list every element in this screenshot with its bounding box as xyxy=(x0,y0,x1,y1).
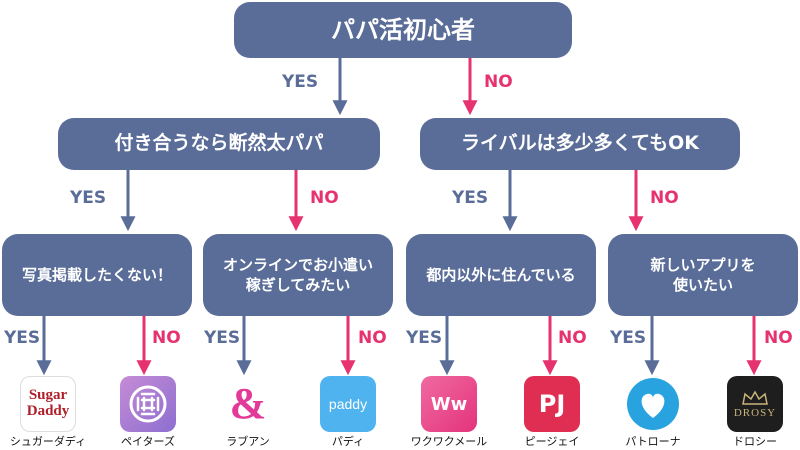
svg-text:&: & xyxy=(230,379,267,428)
edge-label-leaf-5: YES xyxy=(406,328,443,348)
question-node-rivals-ok: ライバルは多少多くてもOK xyxy=(420,118,740,170)
app-name-pj: ピージェイ xyxy=(524,435,580,448)
patrona-heart-icon xyxy=(625,376,681,432)
edge-label-leaf-7: YES xyxy=(610,328,647,348)
edge-label-root-no: NO xyxy=(484,72,513,92)
sugar-logo-line-1: Sugar xyxy=(28,387,68,404)
question-node-big-spender: 付き合うなら断然太パパ xyxy=(58,118,380,170)
question-label: 付き合うなら断然太パパ xyxy=(114,132,324,155)
paddy-logo-text: paddy xyxy=(328,396,368,412)
app-name-paters: ペイターズ xyxy=(120,435,175,448)
pj-logo-text: PJ xyxy=(538,390,566,418)
question-label: 写真掲載したくない！ xyxy=(21,265,172,284)
edge-label-l1a-yes: YES xyxy=(70,188,107,208)
drosy-logo-text: DROSY xyxy=(733,407,777,419)
edge-label-leaf-1: YES xyxy=(4,328,41,348)
root-node: パパ活初心者 xyxy=(234,2,572,58)
edge-label-l1a-no: NO xyxy=(310,188,339,208)
drosy-crown-icon: DROSY xyxy=(727,376,783,432)
wakuwaku-logo-text: Ww xyxy=(430,393,468,415)
love-an-ampersand-icon: & xyxy=(220,376,276,432)
question-node-no-photo: 写真掲載したくない！ xyxy=(2,234,192,316)
edge-label-leaf-2: NO xyxy=(152,328,181,348)
sugar-logo-line-2: Daddy xyxy=(26,403,70,419)
question-label: 都内以外に住んでいる xyxy=(426,265,576,284)
question-node-online-earn: オンラインでお小遣い 稼ぎしてみたい xyxy=(203,234,393,316)
edge-label-leaf-6: NO xyxy=(558,328,587,348)
app-name-sugar-daddy: シュガーダディ xyxy=(9,435,87,448)
question-label-line-1: オンラインでお小遣い xyxy=(222,255,373,274)
sugar-daddy-logo-icon: Sugar Daddy xyxy=(20,376,76,432)
app-name-wakuwaku: ワクワクメール xyxy=(410,435,488,448)
app-name-drosy: ドロシー xyxy=(733,435,777,448)
edge-label-leaf-8: NO xyxy=(764,328,793,348)
pj-logo-icon: PJ xyxy=(524,376,580,432)
crown-icon xyxy=(742,390,768,405)
edge-label-l1b-no: NO xyxy=(650,188,679,208)
question-node-new-app: 新しいアプリを 使いたい xyxy=(608,234,798,316)
question-label-line-2: 使いたい xyxy=(672,276,733,294)
edge-label-root-yes: YES xyxy=(282,72,319,92)
paddy-logo-icon: paddy xyxy=(320,376,376,432)
app-name-love-an: ラブアン xyxy=(226,435,270,448)
question-node-outside-tokyo: 都内以外に住んでいる xyxy=(406,234,596,316)
app-name-paddy: パディ xyxy=(331,435,365,448)
edge-label-leaf-4: NO xyxy=(358,328,387,348)
edge-label-l1b-yes: YES xyxy=(452,188,489,208)
root-label: パパ活初心者 xyxy=(331,15,475,44)
edge-label-leaf-3: YES xyxy=(204,328,241,348)
question-label: ライバルは多少多くてもOK xyxy=(461,132,699,155)
app-name-patrona: パトローナ xyxy=(625,435,681,448)
wakuwaku-logo-icon: Ww xyxy=(421,376,477,432)
paters-cross-icon xyxy=(120,376,176,432)
question-label-line-2: 稼ぎしてみたい xyxy=(245,276,351,294)
question-label-line-1: 新しいアプリを xyxy=(650,255,756,274)
